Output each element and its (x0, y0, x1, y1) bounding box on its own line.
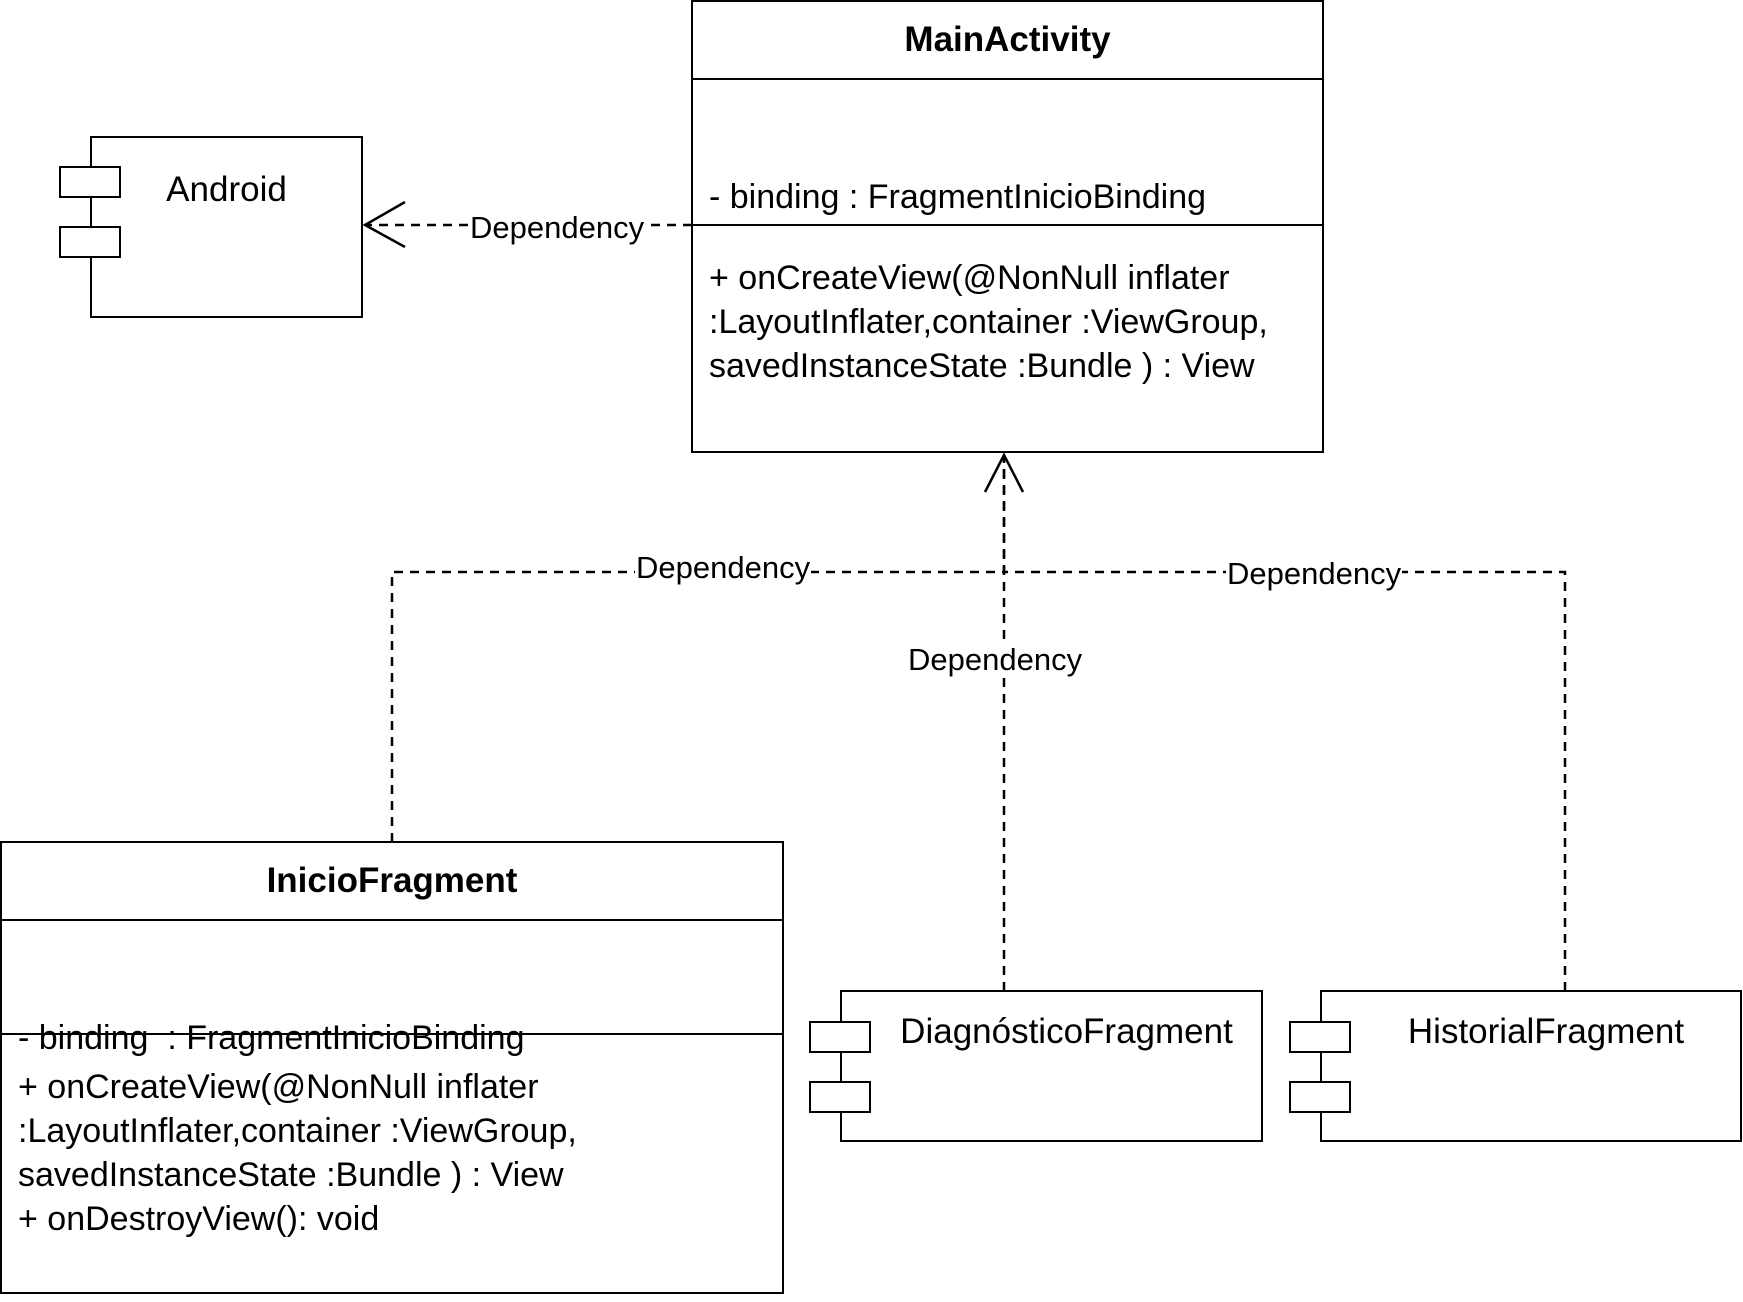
edge-label-diagnostico-to-main: Dependency (907, 642, 1084, 677)
attribute: - binding : FragmentInicioBinding (709, 178, 1207, 216)
edge-label-historial-to-main: Dependency (1226, 556, 1403, 591)
open-arrowhead-android (362, 200, 406, 249)
class-attributes: - binding : FragmentInicioBinding (693, 80, 1322, 226)
method-line: + onCreateView(@NonNull inflater (18, 1068, 539, 1106)
component-tab-icon (1289, 1021, 1351, 1053)
method-line: + onDestroyView(): void (18, 1200, 380, 1238)
class-main-activity: MainActivity - binding : FragmentInicioB… (691, 0, 1324, 453)
class-inicio-fragment: InicioFragment - binding : FragmentInici… (0, 841, 784, 1294)
method-line: :LayoutInflater,container :ViewGroup, (709, 303, 1268, 341)
component-historial-fragment: HistorialFragment (1289, 990, 1742, 1142)
edge-label-inicio-to-main: Dependency (635, 550, 812, 585)
attribute: - binding : FragmentInicioBinding (18, 1019, 525, 1057)
component-tab-icon (809, 1081, 871, 1113)
component-name: DiagnósticoFragment (900, 1012, 1233, 1051)
component-name: Android (166, 170, 287, 209)
edge-label-main-to-android: Dependency (469, 210, 646, 245)
method-line: savedInstanceState :Bundle ) : View (18, 1156, 564, 1194)
method-line: :LayoutInflater,container :ViewGroup, (18, 1112, 577, 1150)
edge-historial-to-main (1004, 570, 1567, 991)
method-line: savedInstanceState :Bundle ) : View (709, 347, 1255, 385)
component-tab-icon (809, 1021, 871, 1053)
class-name: MainActivity (693, 2, 1322, 80)
method-line: + onCreateView(@NonNull inflater (709, 259, 1230, 297)
component-tab-icon (1289, 1081, 1351, 1113)
component-tab-icon (59, 166, 121, 198)
component-tab-icon (59, 226, 121, 258)
component-diagnostico-fragment: DiagnósticoFragment (809, 990, 1263, 1142)
class-methods: + onCreateView(@NonNull inflater :Layout… (693, 226, 1322, 388)
component-android: Android (59, 136, 363, 318)
component-name: HistorialFragment (1407, 1012, 1685, 1051)
class-methods: + onCreateView(@NonNull inflater :Layout… (2, 1035, 782, 1241)
class-name: InicioFragment (2, 843, 782, 921)
open-arrowhead-main (983, 452, 1025, 493)
class-attributes: - binding : FragmentInicioBinding (2, 921, 782, 1057)
